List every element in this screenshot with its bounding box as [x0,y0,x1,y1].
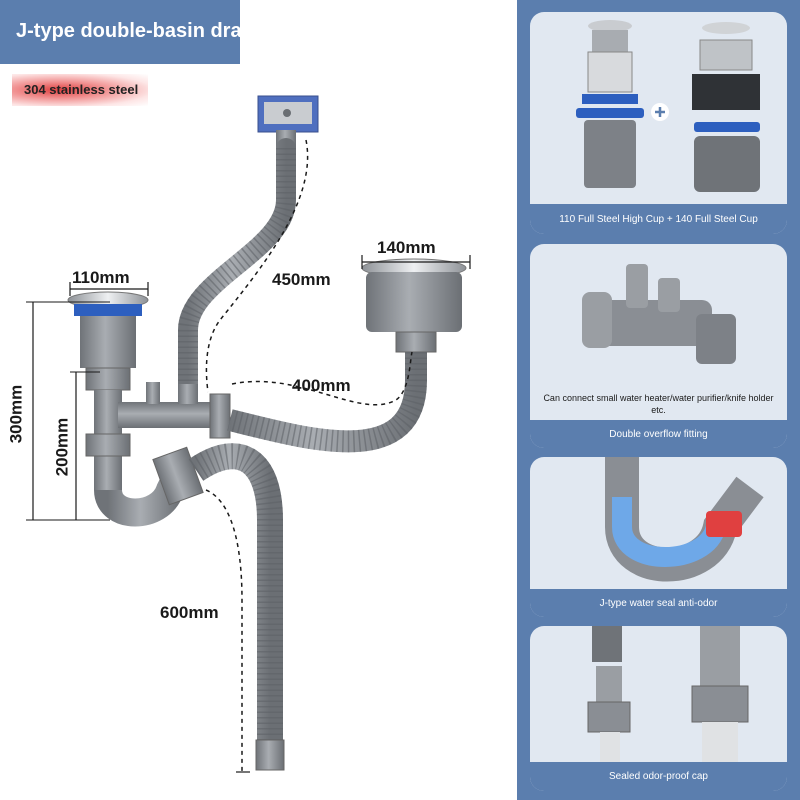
tee-fitting [118,382,231,439]
feature-caption-strainers: 110 Full Steel High Cup + 140 Full Steel… [559,214,758,225]
drain-diagram [26,95,471,773]
feature-card-strainers: 110 Full Steel High Cup + 140 Full Steel… [530,12,787,234]
j-trap-water-seal-image [605,457,764,582]
material-label: 304 stainless steel [24,82,139,97]
feature-card-overflow: Can connect small water heater/water pur… [530,244,787,448]
double-overflow-fitting-image [582,264,736,364]
feature-panel: 110 Full Steel High Cup + 140 Full Steel… [517,0,800,800]
dim-inlet-large: 140mm [377,238,436,257]
feature-caption-sealed-cap: Sealed odor-proof cap [609,771,708,782]
sealed-cap-image [587,626,749,762]
dim-connector-hose: 400mm [292,376,351,395]
feature-note-overflow: Can connect small water heater/water pur… [543,393,774,415]
strainer-cups-image [576,20,760,192]
material-badge: 304 stainless steel [12,74,148,106]
dim-height-total: 300mm [6,384,26,444]
dimension-lines [26,139,471,773]
small-basin-strainer [67,291,149,490]
feature-card-water-seal: J-type water seal anti-odor [530,457,787,617]
feature-caption-overflow: Double overflow fitting [609,429,708,440]
title-banner: J-type double-basin drai [0,0,240,64]
feature-caption-water-seal: J-type water seal anti-odor [599,598,718,609]
page-title: J-type double-basin drai [16,20,240,42]
dim-inlet-small: 110mm [72,268,130,287]
feature-card-sealed-cap: Sealed odor-proof cap [530,626,787,791]
dim-outlet-hose: 600mm [160,603,219,622]
dim-height-trap: 200mm [52,417,72,477]
overflow-cover [257,95,319,148]
large-basin-strainer [361,258,467,353]
dim-overflow-hose: 450mm [272,270,331,289]
overflow-hose [178,138,296,402]
